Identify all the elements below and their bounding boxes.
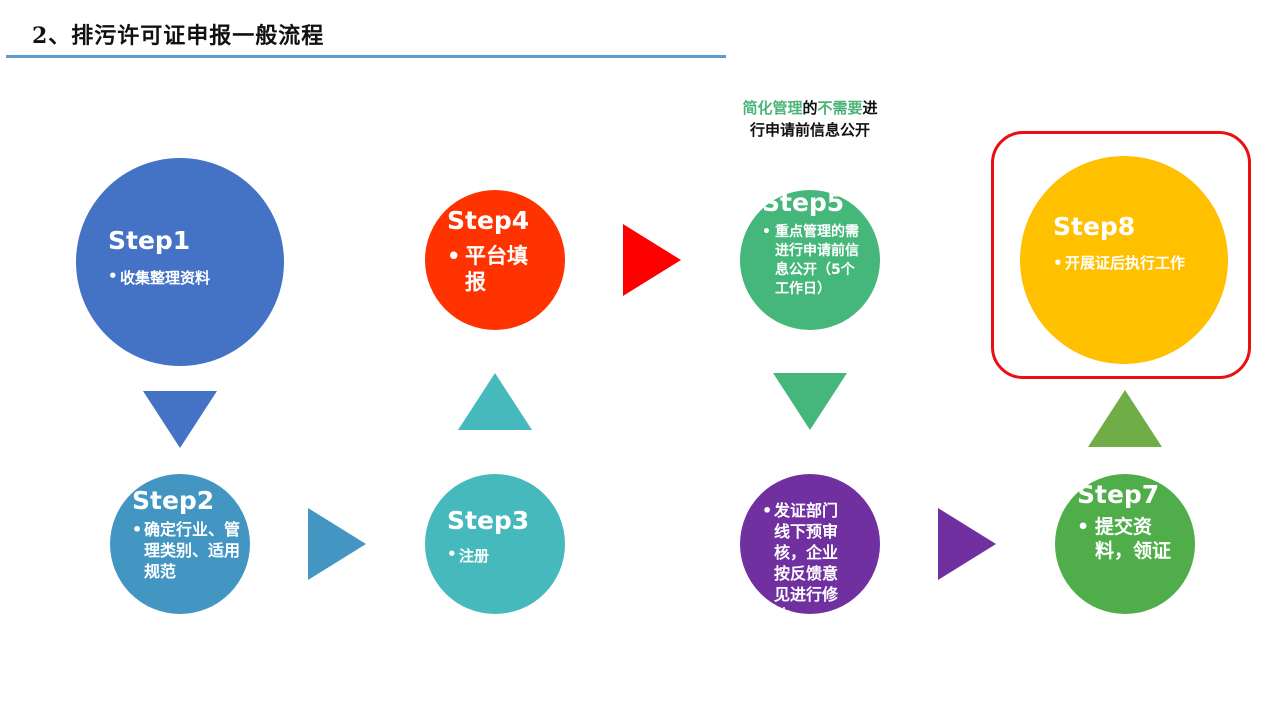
- step4-label: Step4: [447, 206, 530, 235]
- step3-description: •注册: [447, 545, 490, 565]
- step8-label: Step8: [1053, 212, 1136, 241]
- step4-description: •平台填报: [447, 244, 528, 294]
- step5-description: •重点管理的需进行申请前信息公开（5个工作日）: [762, 224, 859, 297]
- step6-description: •发证部门线下预审核，企业按反馈意见进行修改: [762, 501, 839, 614]
- arrow-right-icon: [938, 508, 996, 580]
- step2-circle: Step2 •确定行业、管理类别、适用规范: [110, 474, 250, 614]
- arrow-down-icon: [773, 373, 847, 430]
- step3-circle: Step3 •注册: [425, 474, 565, 614]
- step8-description: •开展证后执行工作: [1053, 254, 1186, 272]
- step1-circle: Step1 •收集整理资料: [76, 158, 284, 366]
- step4-circle: Step4 •平台填报: [425, 190, 565, 330]
- step2-description: •确定行业、管理类别、适用规范: [132, 520, 241, 581]
- step2-label: Step2: [132, 486, 215, 515]
- arrow-right-icon: [308, 508, 366, 580]
- title-underline: [6, 55, 726, 58]
- step5-label: Step5: [762, 190, 845, 217]
- step1-description: •收集整理资料: [108, 267, 211, 287]
- step6-circle: •发证部门线下预审核，企业按反馈意见进行修改: [740, 474, 880, 614]
- note-highlight-simplified: 简化管理: [742, 99, 803, 117]
- step1-label: Step1: [108, 226, 191, 255]
- step5-circle: Step5 •重点管理的需进行申请前信息公开（5个工作日）: [740, 190, 880, 330]
- step3-label: Step3: [447, 506, 530, 535]
- arrow-up-icon: [458, 373, 532, 430]
- page-title: 2、排污许可证申报一般流程: [32, 23, 325, 49]
- step7-description: •提交资料，领证: [1077, 516, 1172, 562]
- note-text: 的: [802, 99, 818, 117]
- arrow-down-icon: [143, 391, 217, 448]
- arrow-right-icon: [623, 224, 681, 296]
- note-text-line2: 行申请前信息公开: [749, 121, 870, 139]
- step8-highlight-frame: [991, 131, 1251, 379]
- note-highlight-not-required: 不需要: [817, 99, 863, 117]
- note-text: 进: [862, 99, 878, 117]
- arrow-up-icon: [1088, 390, 1162, 447]
- annotation-note: 简化管理的不需要进 行申请前信息公开: [705, 97, 915, 141]
- step7-circle: Step7 •提交资料，领证: [1055, 474, 1195, 614]
- step8-circle: Step8 •开展证后执行工作: [1020, 156, 1228, 364]
- step7-label: Step7: [1077, 480, 1160, 509]
